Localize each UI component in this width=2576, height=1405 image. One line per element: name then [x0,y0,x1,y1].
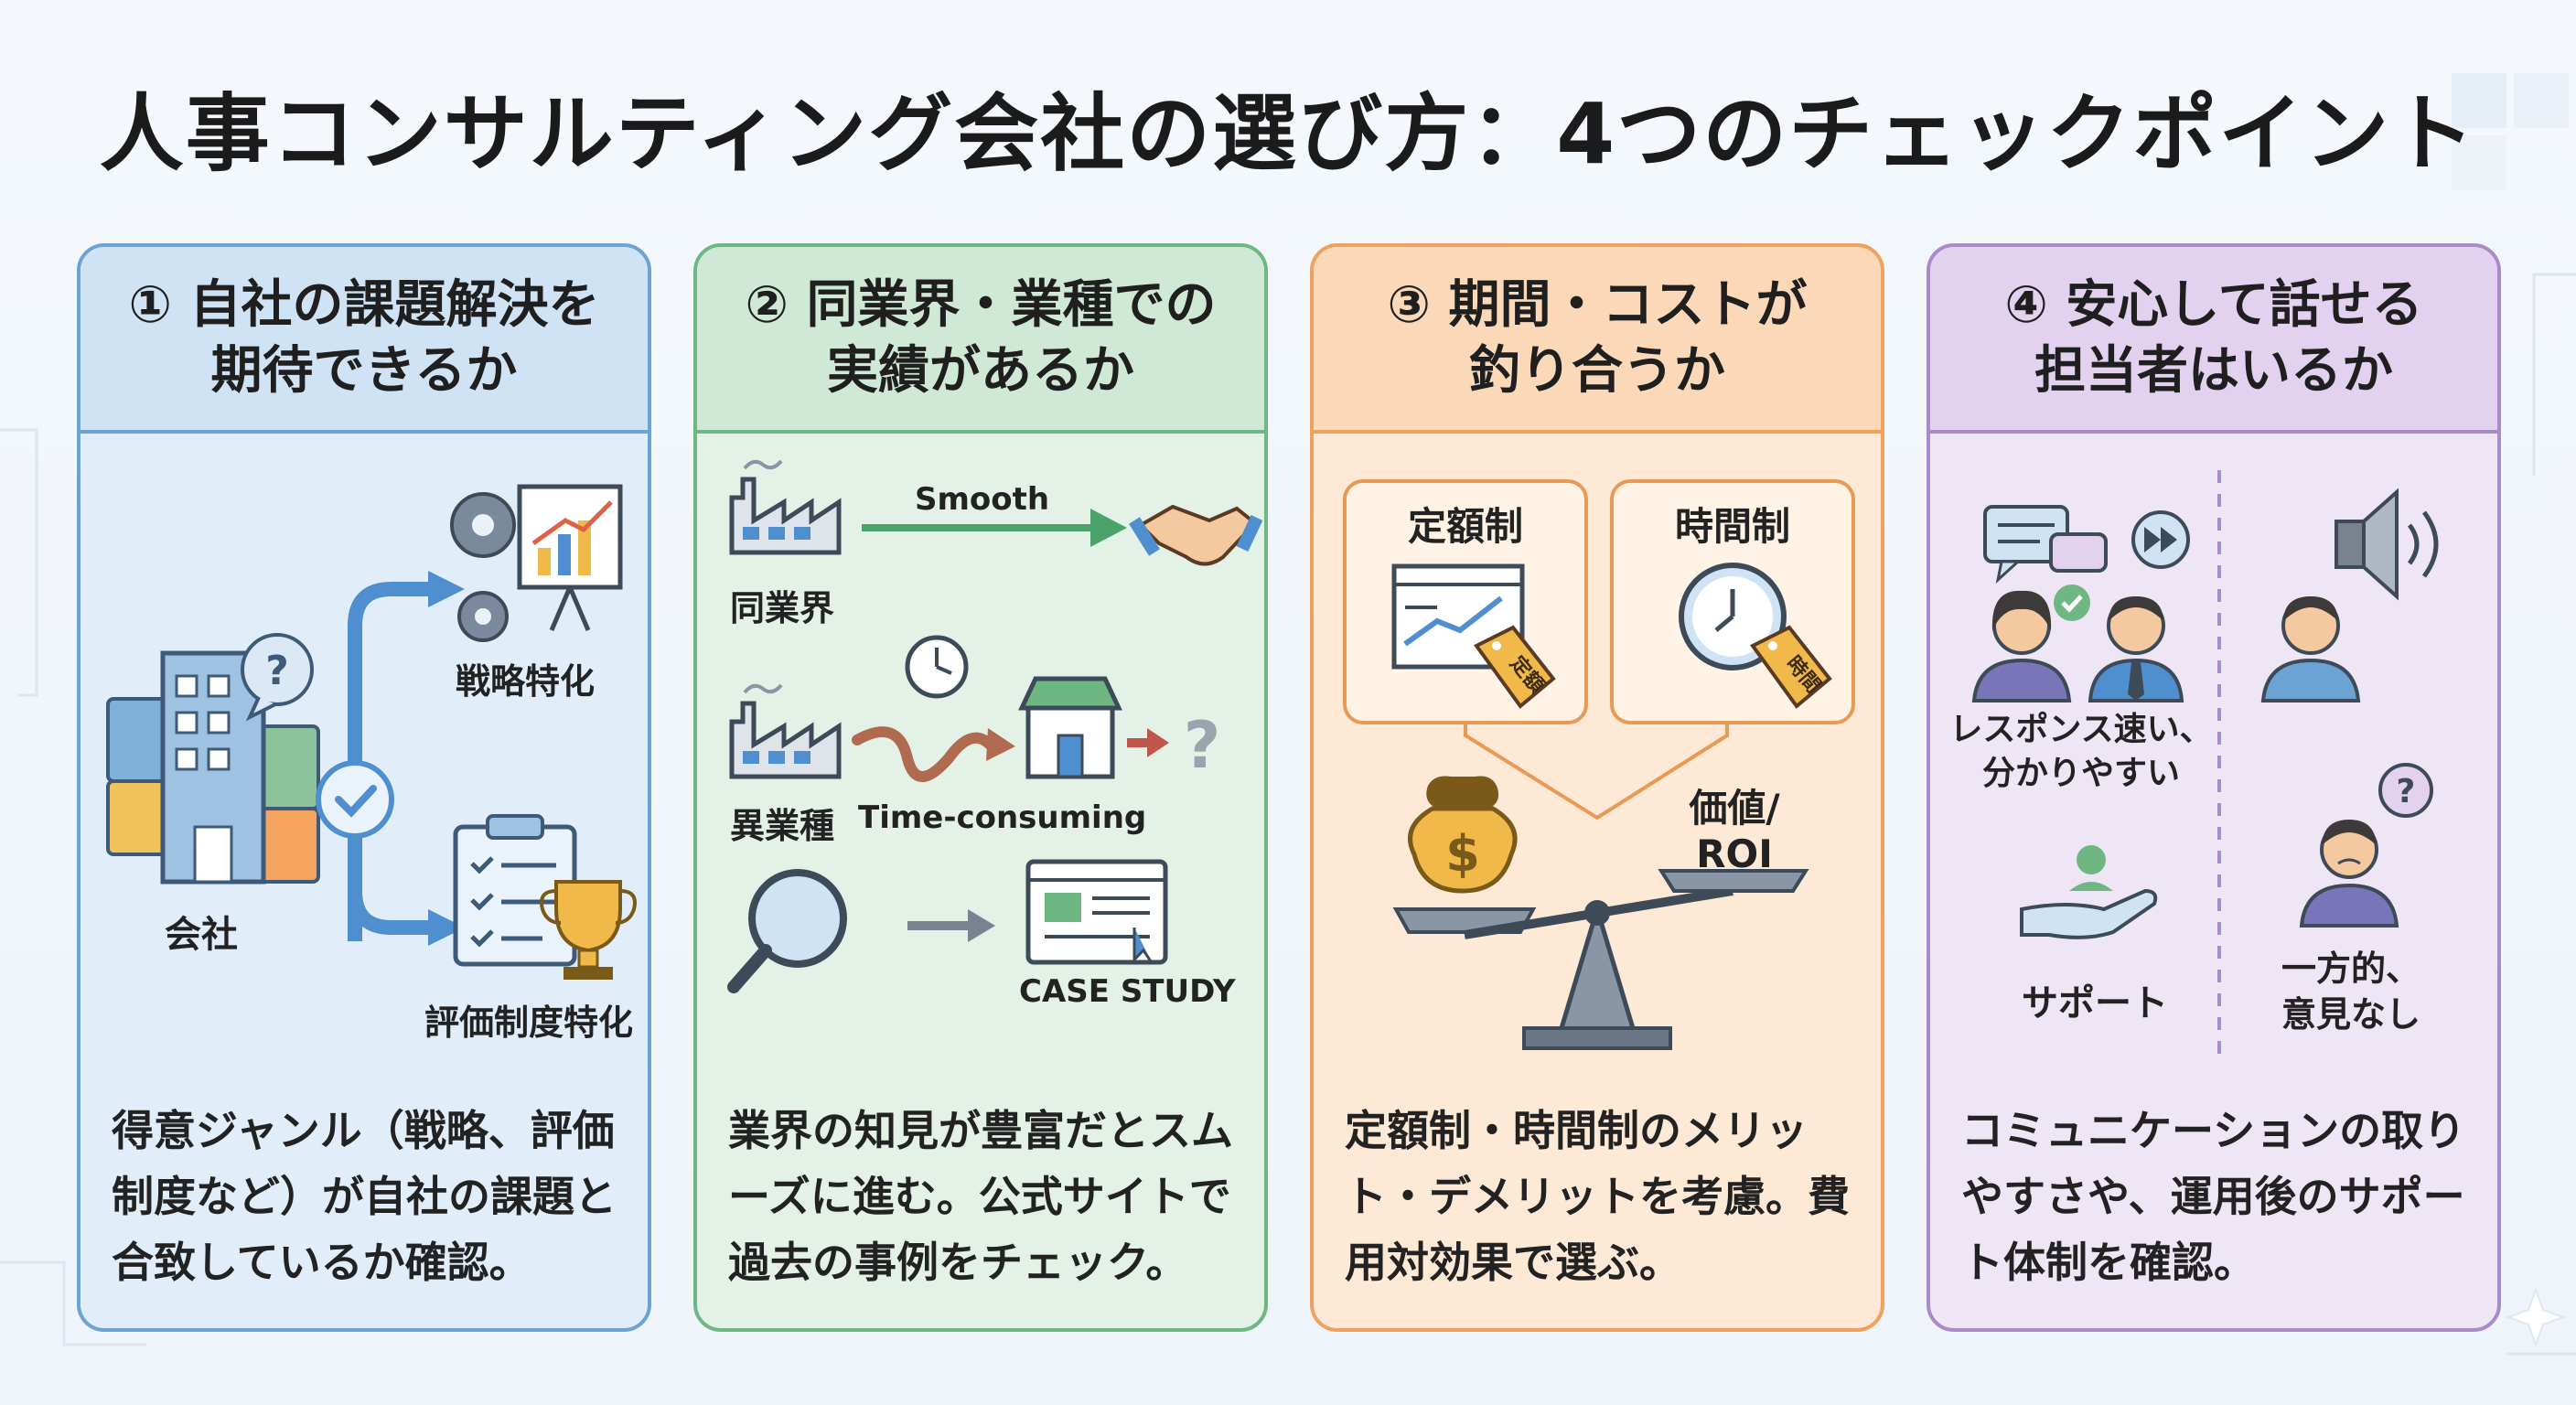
trophy-icon [540,880,637,980]
smooth-label: Smooth [915,481,1050,518]
value-roi-line1: 価値/ [1689,786,1780,831]
balance-scale-icon: $ [1392,776,1809,1050]
different-industry-label: 異業種 [730,806,835,846]
card-3-description: 定額制・時間制のメリット・デメリットを考慮。費用対効果で選ぶ。 [1345,1106,1850,1287]
woman-avatar-icon [1971,590,2072,702]
card-1-heading-line1: ① 自社の課題解決を [128,275,600,335]
card-1-question-mark: ? [265,648,289,694]
support-hand-icon [2020,845,2158,939]
case-study-document-icon [1025,859,1168,965]
fast-forward-icon [2131,510,2190,569]
card-1-heading: ① 自社の課題解決を 期待できるか [80,247,648,434]
evaluation-label: 評価制度特化 [424,1003,634,1043]
money-symbol: $ [1445,825,1480,883]
time-consuming-label: Time-consuming [858,799,1147,836]
value-roi-label: 価値/ ROI [1661,786,1808,877]
question-bubble-icon-2: ? [2378,763,2433,818]
card-3-heading: ③ 期間・コストが 釣り合うか [1314,247,1881,434]
check-circle-icon [316,760,394,839]
checkpoint-card-3: ③ 期間・コストが 釣り合うか 定額 [1310,243,1884,1332]
support-label: サポート [2022,982,2168,1024]
sparkle-icon [2506,1287,2566,1347]
one-sided-line2: 意見なし [2281,994,2420,1035]
response-line2: 分かりやすい [1981,755,2180,792]
response-label: レスポンス速い、 分かりやすい [1948,708,2214,796]
checkpoint-card-4: ④ 安心して話せる 担当者はいるか [1927,243,2501,1332]
card-4-heading-line1: ④ 安心して話せる [2004,275,2423,335]
branch-arrows [348,582,428,941]
chat-bubbles-icon [1983,505,2108,585]
speaker-icon [2334,488,2439,601]
page-title: 人事コンサルティング会社の選び方：4つのチェックポイント [99,85,2477,183]
factory-icon [729,459,842,555]
card-4-heading: ④ 安心して話せる 担当者はいるか [1930,247,2497,434]
card-1-illustration: ? [80,434,648,1074]
handshake-icon [1129,504,1263,566]
question-bubble-icon: ? [241,633,314,722]
fixed-fee-label: 定額制 [1407,504,1523,549]
company-label: 会社 [165,914,238,956]
checkpoint-card-2: ② 同業界・業種での 実績があるか [693,243,1268,1332]
checkpoint-card-1: ① 自社の課題解決を 期待できるか [77,243,651,1332]
case-study-label: CASE STUDY [1019,973,1236,1010]
same-industry-label: 同業界 [730,588,835,628]
card-2-question-mark: ? [1184,708,1221,783]
hourly-tag-icon: 時間 [1749,625,1832,709]
card-2-illustration: ? 同業界 Smooth 異業種 Time-consuming CASE STU… [697,434,1264,1074]
gear-icon [450,492,516,642]
store-icon [1018,676,1122,779]
card-1-description: 得意ジャンル（戦略、評価制度など）が自社の課題と合致しているか確認。 [112,1106,617,1287]
evaluation-checklist-icon [453,814,577,967]
one-sided-label: 一方的、 意見なし [2241,946,2461,1037]
card-2-heading-line1: ② 同業界・業種での [745,275,1217,335]
one-sided-line1: 一方的、 [2281,949,2420,989]
card-4-illustration: ? レスポンス速い、 分かりやすい サポート 一方的、 意見なし [1930,434,2497,1074]
arrow-head-down [428,909,465,946]
strategy-label: 戦略特化 [456,661,596,702]
card-2-heading: ② 同業界・業種での 実績があるか [697,247,1264,434]
card-3-heading-line1: ③ 期間・コストが [1387,275,1808,335]
card-2-heading-line2: 実績があるか [826,341,1134,401]
funnel-connector [1464,724,1729,820]
winding-path-arrow [852,726,995,782]
card-1-heading-line2: 期待できるか [210,341,518,401]
value-roi-line2: ROI [1696,831,1773,876]
card-4-description: コミュニケーションの取りやすさや、運用後のサポート体制を確認。 [1961,1106,2466,1287]
check-icon [2054,585,2090,621]
magnifier-icon [727,869,847,993]
response-line1: レスポンス速い、 [1949,711,2213,748]
card-3-heading-line2: 釣り合うか [1468,341,1725,401]
listener-avatar-icon [2260,596,2361,702]
smooth-arrow-head [1090,509,1127,547]
card-4-question-mark: ? [2397,773,2416,810]
card-2-description: 業界の知見が豊富だとスムーズに進む。公式サイトで過去の事例をチェック。 [728,1106,1233,1287]
man-avatar-icon [2088,596,2184,702]
arrow-head-up [428,571,465,607]
company-building-icon [160,650,266,885]
card-3-illustration: 定額 時間 $ [1314,434,1881,1074]
card-4-heading-line2: 担当者はいるか [2034,341,2393,401]
factory-icon-2 [729,683,842,779]
clock-icon [905,635,969,699]
hourly-fee-label: 時間制 [1674,504,1790,549]
presentation-chart-icon [517,484,623,631]
worried-person-icon [2299,820,2399,928]
